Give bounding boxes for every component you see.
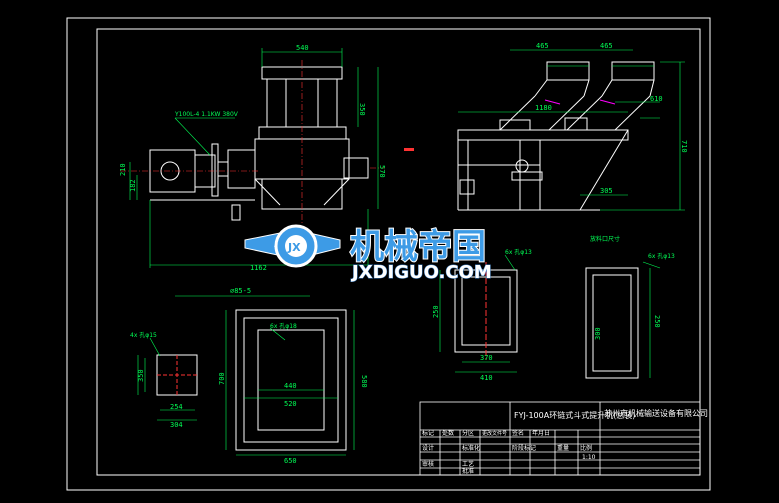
large-plan [235,309,347,451]
mid-plan-dims [439,254,517,373]
dim-large-w1: 440 [284,382,297,390]
dim-mid-h: 250 [432,305,440,318]
side-note: 放料口尺寸 [590,235,620,243]
tb-row2-1: 设计 [422,444,434,452]
tb-row2-2: 标准化 [462,444,480,452]
dim-side-top-a: 465 [536,42,549,50]
side-accents [404,99,616,151]
front-view [149,66,369,221]
dim-side-top-b: 465 [600,42,613,50]
right-plan-label: 6x 孔φ13 [648,252,675,260]
front-centerlines [120,60,385,225]
dim-side-height: 710 [680,140,688,153]
watermark-logo: JX [244,224,341,268]
small-plan-label: 4x 孔φ15 [130,331,157,339]
watermark-chinese: 机械帝国 [350,227,486,267]
dim-front-bottom-width: 1162 [250,264,267,272]
title-block [419,401,701,476]
outer-frame [66,17,711,491]
dim-small-w: 254 [170,403,183,411]
company-name: 苏州市机械输送设备有限公司 [604,408,708,418]
large-plan-hole: 6x 孔φ18 [270,322,297,330]
dim-large-h2: 580 [360,375,368,388]
tb-field-2: 处数 [442,429,454,437]
tb-row2-5: 比例 [580,444,592,452]
tb-scale: 1:10 [582,454,596,461]
right-plan-dims [642,261,661,378]
dim-large-top: ∅85-5 [230,287,251,295]
right-plan [585,267,639,379]
tb-row3-2: 工艺 [462,460,474,468]
dim-right-h: 250 [653,315,661,328]
motor-label: Y100L-4 1.1KW 380V [174,111,239,118]
dim-front-height-upper: 350 [358,103,366,116]
tb-field-3: 分区 [462,429,474,437]
tb-field-5: 签名 [512,429,524,437]
dim-right-w1: 300 [594,327,602,340]
large-plan-dims [175,295,355,456]
dim-mid-w2: 410 [480,374,493,382]
dim-small-w2: 304 [170,421,183,429]
tb-row2-3: 阶段标记 [512,444,536,452]
side-dimensions [458,49,685,211]
dim-front-top-width: 540 [296,44,309,52]
inner-frame [96,28,701,476]
small-plan [156,354,198,396]
tb-field-6: 年月日 [532,429,550,437]
dim-large-h1: 700 [218,372,226,385]
dim-large-w2: 520 [284,400,297,408]
tb-field-4: 更改文件号 [482,430,507,437]
front-dimensions [129,48,379,268]
dim-side-inner: 610 [650,95,663,103]
product-name: FYJ-100A环链式斗式提升机(总装) [514,410,635,420]
dim-side-mid: 1180 [535,104,552,112]
svg-text:JX: JX [287,241,301,254]
mid-plan [454,262,518,360]
tb-field-1: 标记 [422,429,434,437]
dim-large-w3: 650 [284,457,297,465]
dim-front-height-total: 570 [378,165,386,178]
tb-row3-3: 批准 [462,467,474,475]
tb-row2-4: 重量 [557,444,569,452]
dim-side-base: 305 [600,187,613,195]
dim-small-h: 350 [137,369,145,382]
mid-plan-label: 6x 孔φ13 [505,248,532,256]
side-view [457,61,655,211]
dim-front-left-h2: 182 [129,179,137,192]
dim-front-left-h1: 210 [119,163,127,176]
small-plan-dims [137,337,197,421]
watermark-english: JXDIGUO.COM [350,262,492,283]
dim-mid-w1: 370 [480,354,493,362]
tb-row3-1: 审核 [422,460,434,468]
